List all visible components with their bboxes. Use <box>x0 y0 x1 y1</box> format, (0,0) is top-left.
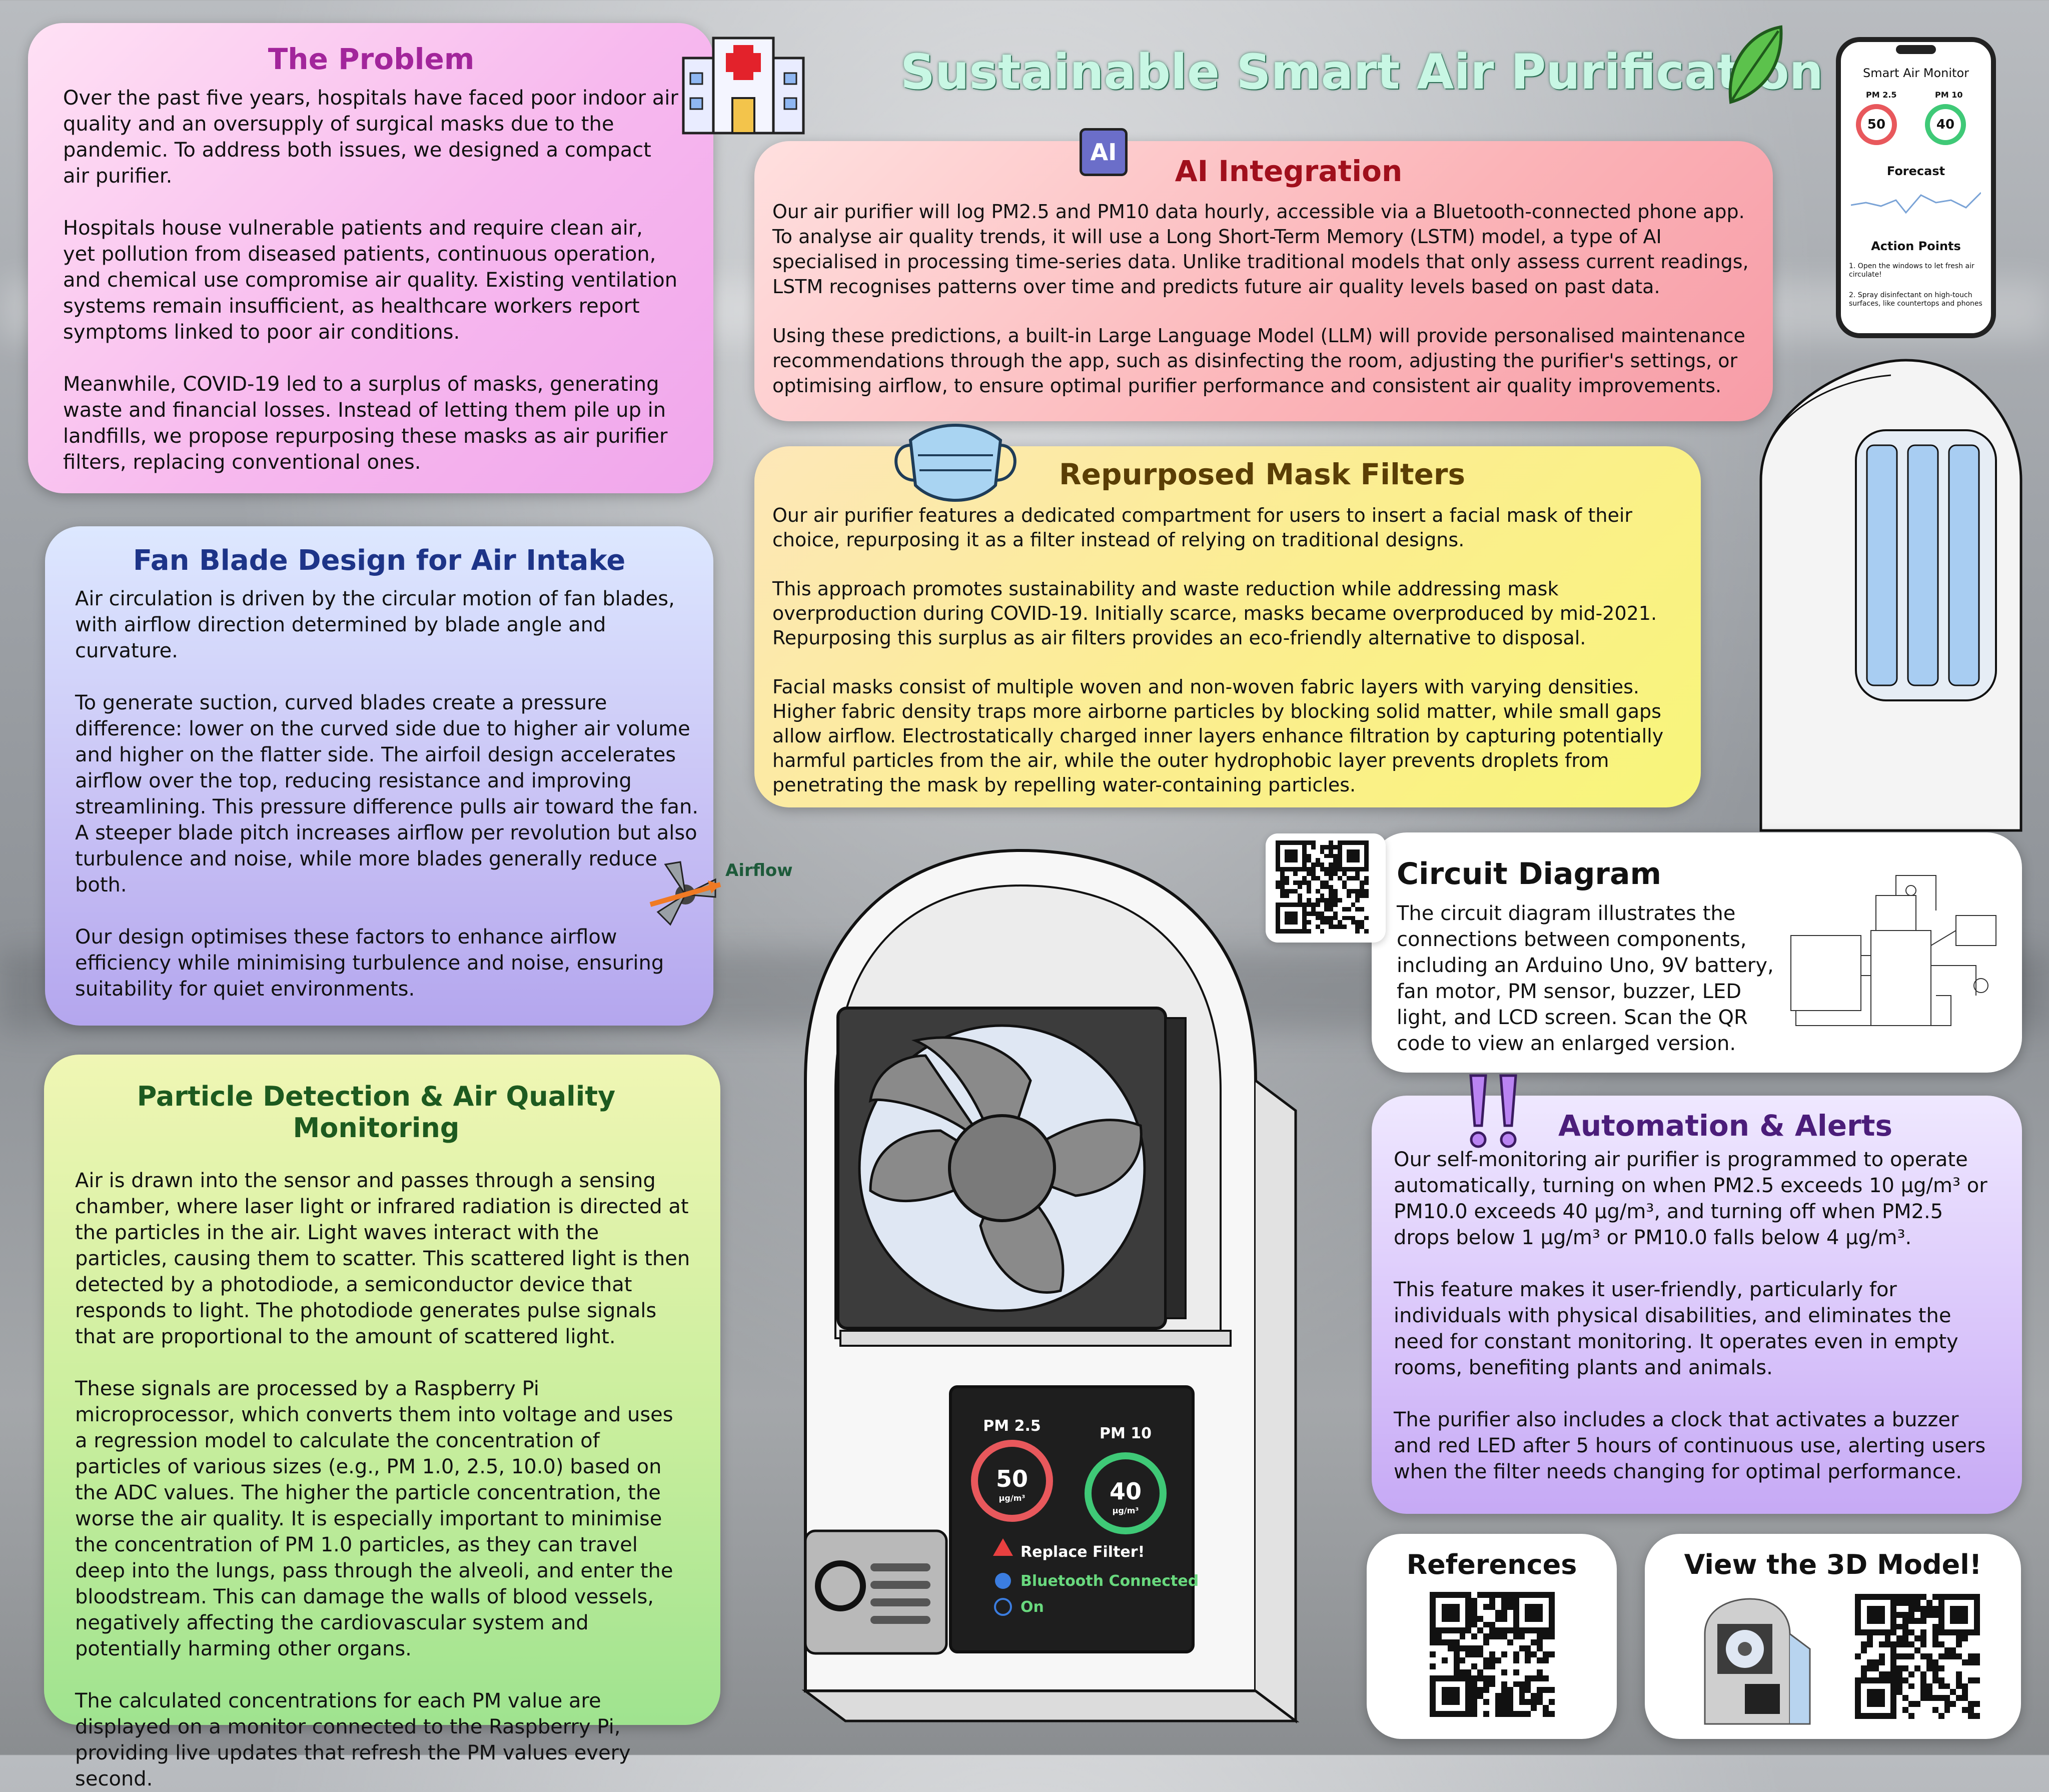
ai-integration-heading: AI Integration <box>1175 154 1403 188</box>
mask-filters-heading: Repurposed Mask Filters <box>1059 457 1466 491</box>
phone-action-1: 1. Open the windows to let fresh air cir… <box>1849 262 1974 279</box>
phone-action-2: 2. Spray disinfectant on high-touch surf… <box>1849 291 1982 308</box>
phone-pm10-label: PM 10 <box>1935 90 1963 100</box>
automation-alerts-card: Automation & Alerts Our self-monitoring … <box>1372 1096 2022 1514</box>
screen-pm10-unit: µg/m³ <box>1113 1506 1139 1515</box>
ai-chip-label: AI <box>1090 139 1117 166</box>
ai-paragraph-2: Using these predictions, a built-in Larg… <box>772 325 1745 397</box>
screen-status-filter: Replace Filter! <box>1020 1543 1145 1561</box>
problem-paragraph-3: Meanwhile, COVID-19 led to a surplus of … <box>63 373 668 474</box>
fan-blade-paragraph-3: Our design optimises these factors to en… <box>75 926 664 1001</box>
fan-blade-heading: Fan Blade Design for Air Intake <box>133 544 626 577</box>
phone-mockup: Smart Air Monitor PM 2.5 PM 10 50 40 For… <box>1836 37 1996 338</box>
screen-pm10-label: PM 10 <box>1100 1425 1152 1442</box>
phone-notch <box>1896 45 1936 54</box>
screen-pm25-value: 50 <box>996 1465 1028 1492</box>
screen-status-power: On <box>1020 1598 1044 1616</box>
particle-detection-heading: Particle Detection & Air Quality Monitor… <box>137 1081 616 1144</box>
particle-paragraph-1: Air is drawn into the sensor and passes … <box>75 1169 690 1348</box>
automation-paragraph-1: Our self-monitoring air purifier is prog… <box>1394 1148 1987 1249</box>
particle-paragraph-2: These signals are processed by a Raspber… <box>75 1377 673 1660</box>
ai-integration-card: AI Integration Our air purifier will log… <box>754 141 1773 421</box>
ai-chip-icon: AI <box>1080 128 1128 176</box>
forecast-line-chart <box>1851 192 1981 214</box>
face-mask-icon <box>894 424 1016 502</box>
fan-blade-icon <box>649 861 721 926</box>
phone-pm10-ring: 40 <box>1925 104 1966 145</box>
problem-paragraph-1: Over the past five years, hospitals have… <box>63 87 678 188</box>
automation-paragraph-2: This feature makes it user-friendly, par… <box>1394 1278 1958 1379</box>
ai-paragraph-1: Our air purifier will log PM2.5 and PM10… <box>772 201 1749 298</box>
circuit-schematic <box>1790 875 1996 1026</box>
mask-paragraph-1: Our air purifier features a dedicated co… <box>772 504 1633 551</box>
fan-blade-card: Fan Blade Design for Air Intake Air circ… <box>45 526 713 1026</box>
purifier-3d-thumbnail <box>1704 1598 1811 1725</box>
references-heading: References <box>1406 1549 1577 1580</box>
airflow-label: Airflow <box>725 860 793 880</box>
phone-pm25-label: PM 2.5 <box>1866 90 1897 100</box>
qr-code-icon[interactable] <box>1855 1594 1980 1719</box>
automation-heading: Automation & Alerts <box>1558 1109 1892 1143</box>
purifier-front-view: PM 2.5 PM 10 50 40 µg/m³ µg/m³ Replace F… <box>801 848 1300 1723</box>
mask-paragraph-2: This approach promotes sustainability an… <box>772 578 1657 649</box>
mask-filters-card: Repurposed Mask Filters Our air purifier… <box>754 446 1701 807</box>
screen-status-bluetooth: Bluetooth Connected <box>1020 1572 1199 1590</box>
circuit-diagram-card: Circuit Diagram The circuit diagram illu… <box>1372 832 2022 1073</box>
fan-blade-paragraph-2: To generate suction, curved blades creat… <box>75 691 699 897</box>
screen-pm25-label: PM 2.5 <box>983 1417 1041 1435</box>
page-title: Sustainable Smart Air Purification <box>900 44 1823 100</box>
fan-blade-paragraph-1: Air circulation is driven by the circula… <box>75 587 675 662</box>
warning-icon <box>993 1538 1013 1556</box>
problem-heading: The Problem <box>268 42 475 76</box>
power-icon <box>994 1598 1012 1616</box>
screen-pm10-value: 40 <box>1110 1478 1142 1505</box>
leaf-icon <box>1728 25 1783 104</box>
particle-detection-card: Particle Detection & Air Quality Monitor… <box>44 1055 720 1790</box>
view-3d-model-card: View the 3D Model! <box>1645 1534 2021 1739</box>
circuit-diagram-heading: Circuit Diagram <box>1397 856 1662 891</box>
qr-code-icon[interactable] <box>1430 1592 1555 1717</box>
purifier-side-view <box>1759 359 2022 832</box>
phone-forecast-title: Forecast <box>1886 164 1945 178</box>
double-exclamation-icon <box>1469 1074 1517 1148</box>
circuit-qr-card <box>1266 833 1386 943</box>
problem-card: The Problem Over the past five years, ho… <box>28 23 713 493</box>
particle-paragraph-3: The calculated concentrations for each P… <box>75 1689 631 1790</box>
problem-paragraph-2: Hospitals house vulnerable patients and … <box>63 217 678 344</box>
automation-paragraph-3: The purifier also includes a clock that … <box>1394 1408 1986 1483</box>
screen-pm25-unit: µg/m³ <box>999 1493 1026 1503</box>
mask-paragraph-3: Facial masks consist of multiple woven a… <box>772 676 1664 796</box>
qr-code-icon[interactable] <box>1276 840 1369 934</box>
circuit-diagram-body: The circuit diagram illustrates the conn… <box>1397 902 1774 1055</box>
hospital-icon <box>682 37 805 135</box>
phone-pm25-ring: 50 <box>1856 104 1897 145</box>
phone-action-title: Action Points <box>1871 239 1961 253</box>
view-3d-model-heading: View the 3D Model! <box>1684 1549 1982 1580</box>
bluetooth-icon <box>995 1573 1011 1589</box>
references-card: References <box>1367 1534 1617 1739</box>
phone-app-title: Smart Air Monitor <box>1862 66 1969 80</box>
